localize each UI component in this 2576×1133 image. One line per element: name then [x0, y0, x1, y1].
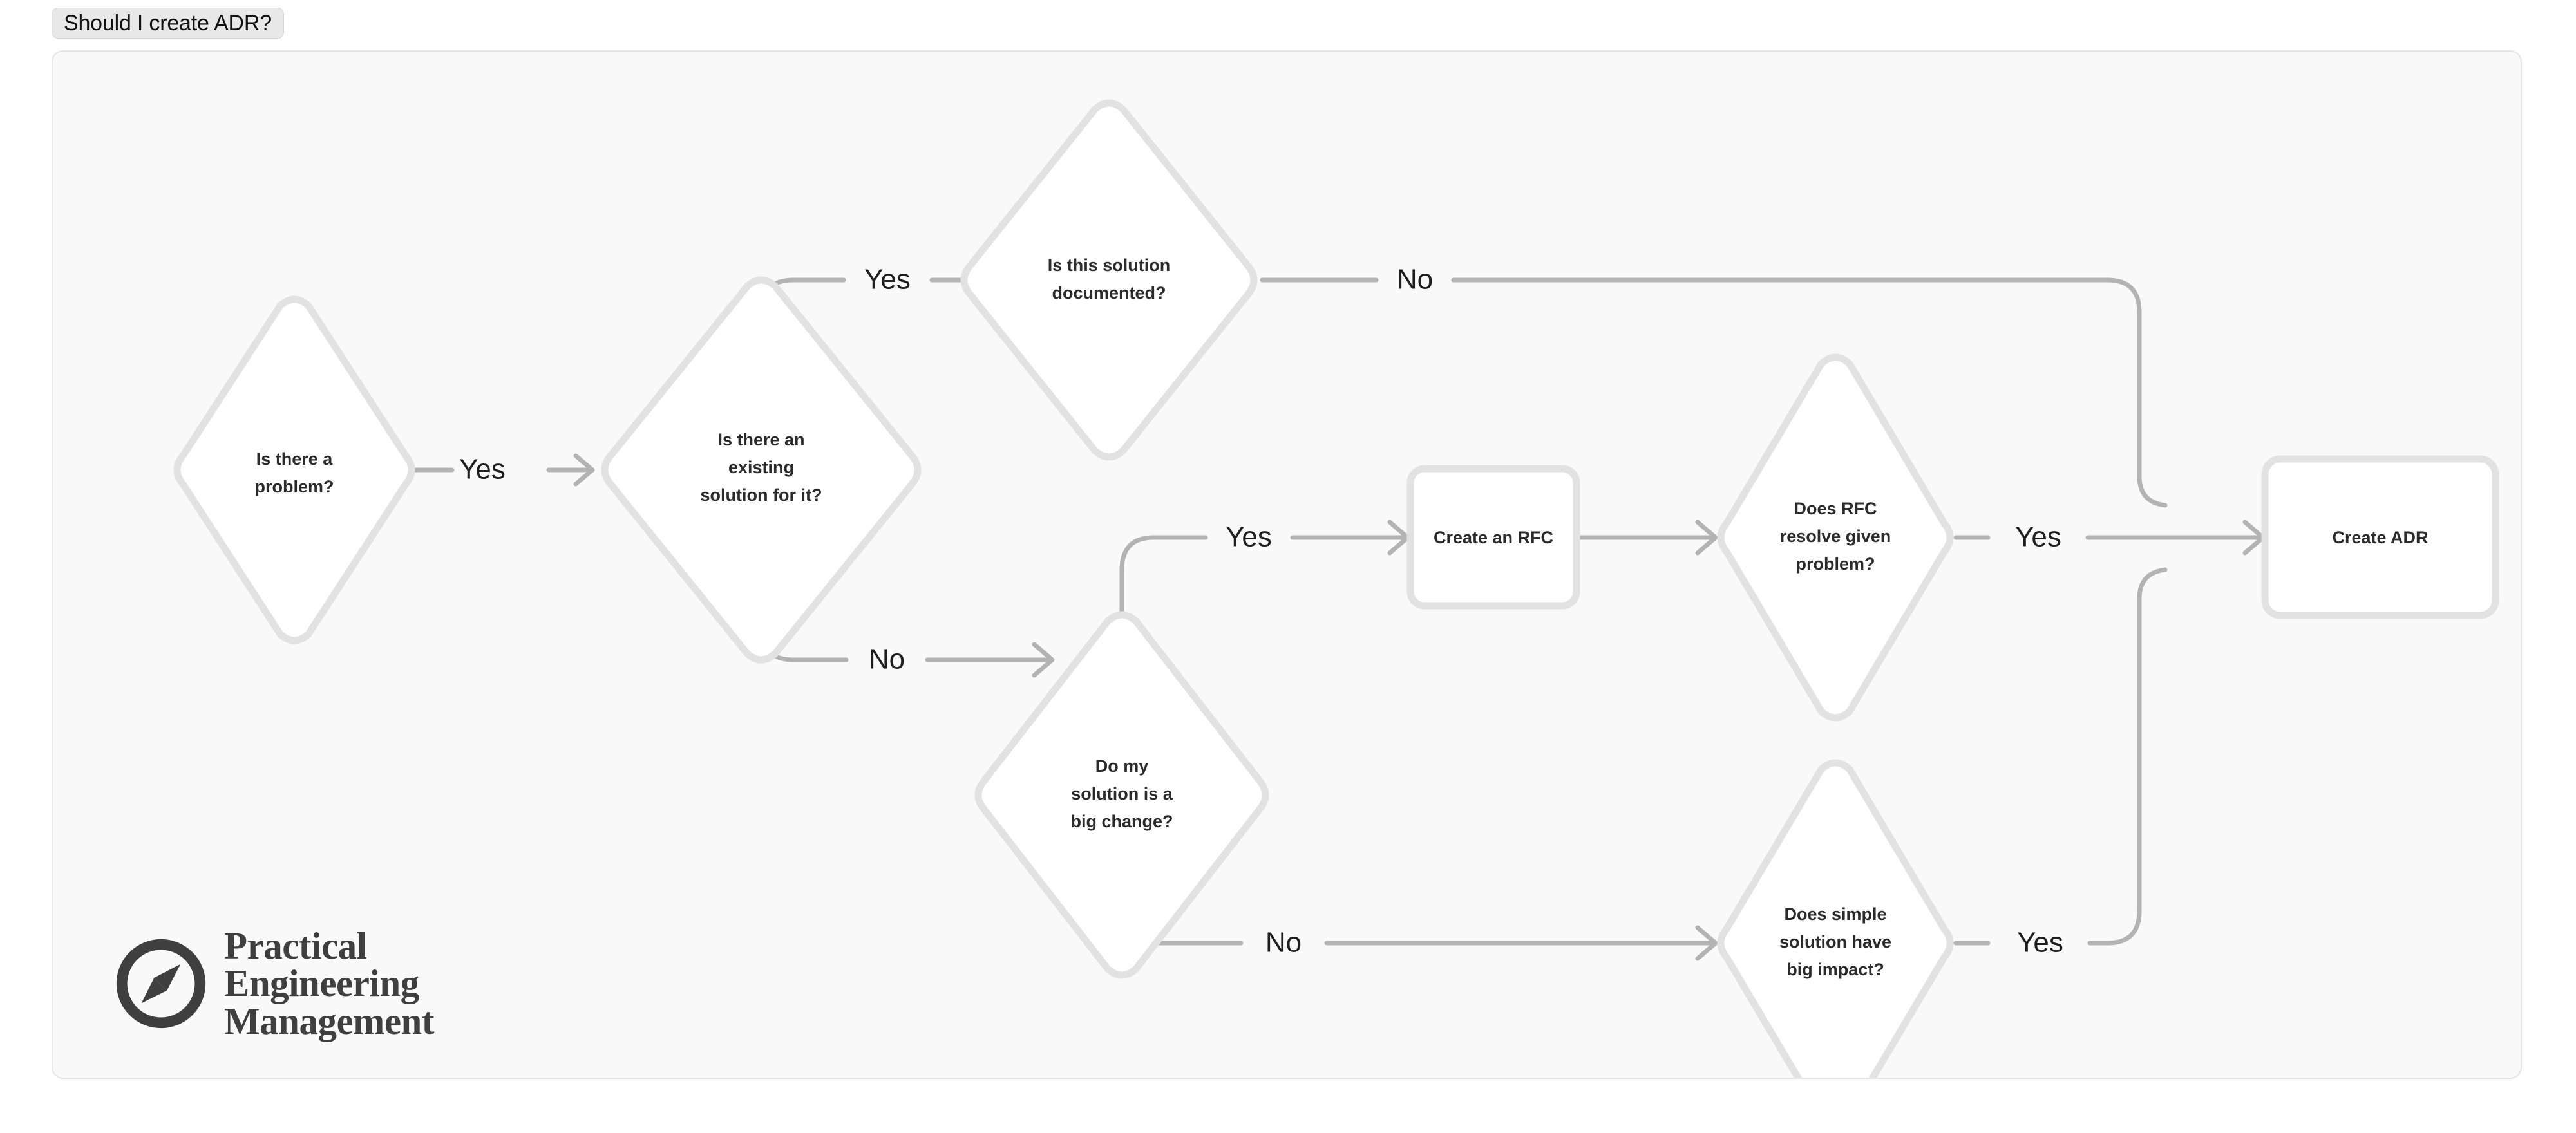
edge-label-no-documented-adr: No	[1397, 264, 1433, 295]
diamond-shape	[974, 611, 1269, 979]
node-label-line3: big change?	[1070, 812, 1173, 831]
edge-label-no-bigchange-simple: No	[1265, 927, 1302, 959]
rect-shape	[1406, 465, 1580, 610]
edge-bigchange-to-simple-arrow	[1695, 925, 1718, 961]
diagram-canvas[interactable]: Yes Yes No No Yes No Yes Yes Is there a …	[52, 50, 2522, 1079]
edge-label-yes-bigchange-rfc: Yes	[1226, 521, 1272, 553]
diagram-title-tab[interactable]: Should I create ADR?	[52, 8, 284, 39]
node-does-rfc-resolve-given-problem[interactable]: Does RFC resolve given problem?	[1717, 353, 1954, 722]
diamond-shape	[601, 276, 922, 664]
node-label-line3: solution for it?	[701, 485, 822, 505]
node-label-line2: documented?	[1052, 283, 1166, 303]
node-is-there-a-problem[interactable]: Is there a problem?	[173, 295, 415, 644]
brand-line-1: Practical	[224, 924, 367, 967]
diagram-title-label: Should I create ADR?	[64, 10, 272, 35]
node-label-line2: resolve given	[1780, 527, 1891, 546]
node-label-line1: Create an RFC	[1434, 528, 1553, 547]
node-label-line1: Is there an	[717, 430, 804, 449]
node-does-simple-solution-have-big-impact[interactable]: Does simple solution have big impact?	[1717, 759, 1954, 1079]
node-do-my-solution-is-a-big-change[interactable]: Do my solution is a big change?	[974, 611, 1269, 979]
node-create-adr[interactable]: Create ADR	[2261, 455, 2499, 619]
node-create-an-rfc[interactable]: Create an RFC	[1406, 465, 1580, 610]
edge-problem-to-existing-arrow	[573, 453, 595, 487]
edge-labels-layer: Yes Yes No No Yes No Yes Yes	[459, 264, 2063, 959]
brand-logo: Practical Engineering Management	[112, 924, 434, 1042]
flowchart-svg: Yes Yes No No Yes No Yes Yes Is there a …	[173, 99, 2499, 1079]
node-label-line3: problem?	[1795, 554, 1875, 574]
node-is-this-solution-documented[interactable]: Is this solution documented?	[960, 99, 1258, 461]
node-is-there-an-existing-solution[interactable]: Is there an existing solution for it?	[601, 276, 922, 664]
edge-label-yes-simple-adr: Yes	[2017, 927, 2063, 959]
edge-documented-to-adr-line2	[1451, 277, 2168, 508]
diamond-shape	[173, 295, 415, 644]
node-label-line2: solution is a	[1071, 784, 1173, 803]
rect-shape	[2261, 455, 2499, 619]
edge-label-yes-resolve-adr: Yes	[2015, 521, 2061, 553]
edge-bigchange-to-rfc-line	[1119, 535, 1208, 621]
brand-line-3: Management	[224, 999, 434, 1042]
brand-wordmark: Practical Engineering Management	[224, 924, 434, 1042]
edge-label-yes-problem-existing: Yes	[459, 454, 506, 485]
node-label-line1: Does RFC	[1794, 499, 1877, 518]
edge-label-yes-existing-documented: Yes	[864, 264, 911, 295]
node-label-line1: Is this solution	[1048, 256, 1171, 275]
edge-simple-to-adr-line2	[2087, 567, 2168, 946]
edge-label-no-existing-bigchange: No	[869, 644, 905, 675]
compass-icon	[116, 939, 206, 1028]
node-label-line1: Is there a	[256, 449, 334, 469]
edge-rfc-to-resolve-arrow	[1695, 520, 1718, 556]
diamond-shape	[1717, 759, 1954, 1078]
diamond-shape	[960, 99, 1258, 461]
node-label-line2: existing	[728, 458, 794, 477]
node-label-line1: Does simple	[1784, 904, 1886, 924]
node-label-line2: solution have	[1779, 932, 1891, 951]
node-label-line1: Do my	[1095, 756, 1149, 776]
node-label-line2: problem?	[254, 477, 334, 496]
brand-line-2: Engineering	[224, 962, 419, 1005]
edge-existing-to-bigchange-arrow	[1032, 642, 1055, 678]
node-label-line1: Create ADR	[2332, 528, 2428, 547]
diamond-shape	[1717, 353, 1954, 722]
node-label-line3: big impact?	[1786, 960, 1884, 979]
